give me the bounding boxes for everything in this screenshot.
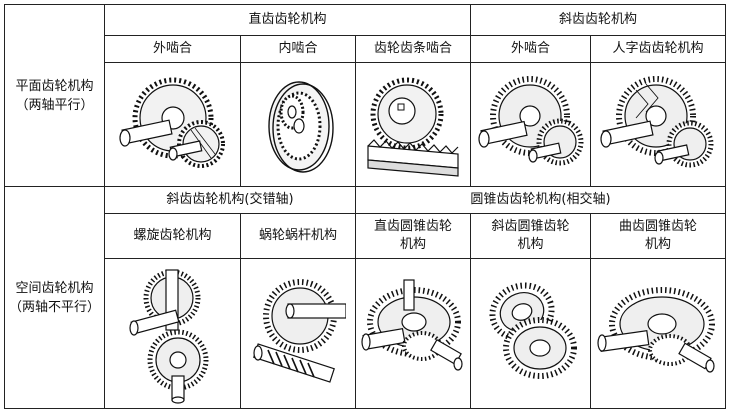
worm-gear-figure	[250, 268, 346, 402]
sub-header-spur-external: 外啮合	[152, 41, 192, 56]
divider-top-groups	[470, 4, 471, 186]
group-header-bevel: 圆锥齿齿轮机构(相交轴)	[470, 192, 611, 207]
sub-header-internal: 内啮合	[278, 41, 318, 56]
rack-pinion-figure	[362, 66, 466, 182]
divider-bottom-groups	[355, 186, 356, 409]
group-header-helical: 斜齿齿轮机构	[558, 12, 637, 27]
divider-bottom-c4	[590, 213, 591, 409]
divider-top-c1	[240, 35, 241, 186]
table-border-bottom	[4, 408, 726, 409]
crossed-helical-gear-figure	[126, 264, 222, 404]
group-header-spur: 直齿齿轮机构	[248, 12, 327, 27]
sub-header-rack-pinion: 齿轮齿条啮合	[373, 41, 452, 56]
divider-middle	[4, 186, 726, 187]
sub-header-helical-external: 外啮合	[510, 41, 550, 56]
sub-header-helical-bevel: 斜齿圆锥齿轮 机构	[491, 219, 570, 252]
divider-top-sub	[104, 62, 726, 63]
row-header-spatial: 空间齿轮机构 （两轴不平行）	[8, 280, 100, 315]
helical-external-gear-figure	[476, 70, 586, 180]
divider-rowhead	[104, 4, 105, 409]
table-border-right	[725, 4, 726, 409]
row-header-planar: 平面齿轮机构 （两轴平行）	[15, 78, 94, 113]
helical-bevel-gear-figure	[480, 276, 584, 384]
sub-header-worm: 蜗轮蜗杆机构	[258, 228, 337, 243]
divider-top-c4	[590, 35, 591, 186]
divider-top-group	[104, 35, 726, 36]
table-border-left	[4, 4, 5, 409]
sub-header-spiral-bevel: 曲齿圆锥齿轮 机构	[618, 219, 697, 252]
divider-bottom-sub	[104, 258, 726, 259]
divider-bottom-c3	[470, 213, 471, 409]
table-border-top	[4, 4, 726, 5]
sub-header-straight-bevel: 直齿圆锥齿轮 机构	[373, 219, 452, 252]
group-header-crossed: 斜齿齿轮机构(交错轴)	[166, 192, 294, 207]
herringbone-gear-figure	[596, 70, 720, 180]
spiral-bevel-gear-figure	[596, 280, 720, 380]
sub-header-herringbone: 人字齿齿轮机构	[612, 41, 704, 56]
internal-gear-figure	[256, 70, 342, 182]
sub-header-crossed-helical: 螺旋齿轮机构	[133, 228, 212, 243]
divider-bottom-c1	[240, 213, 241, 409]
divider-top-c2	[355, 35, 356, 186]
straight-bevel-gear-figure	[360, 276, 466, 380]
spur-external-gear-figure	[112, 70, 234, 180]
divider-bottom-group	[104, 213, 726, 214]
